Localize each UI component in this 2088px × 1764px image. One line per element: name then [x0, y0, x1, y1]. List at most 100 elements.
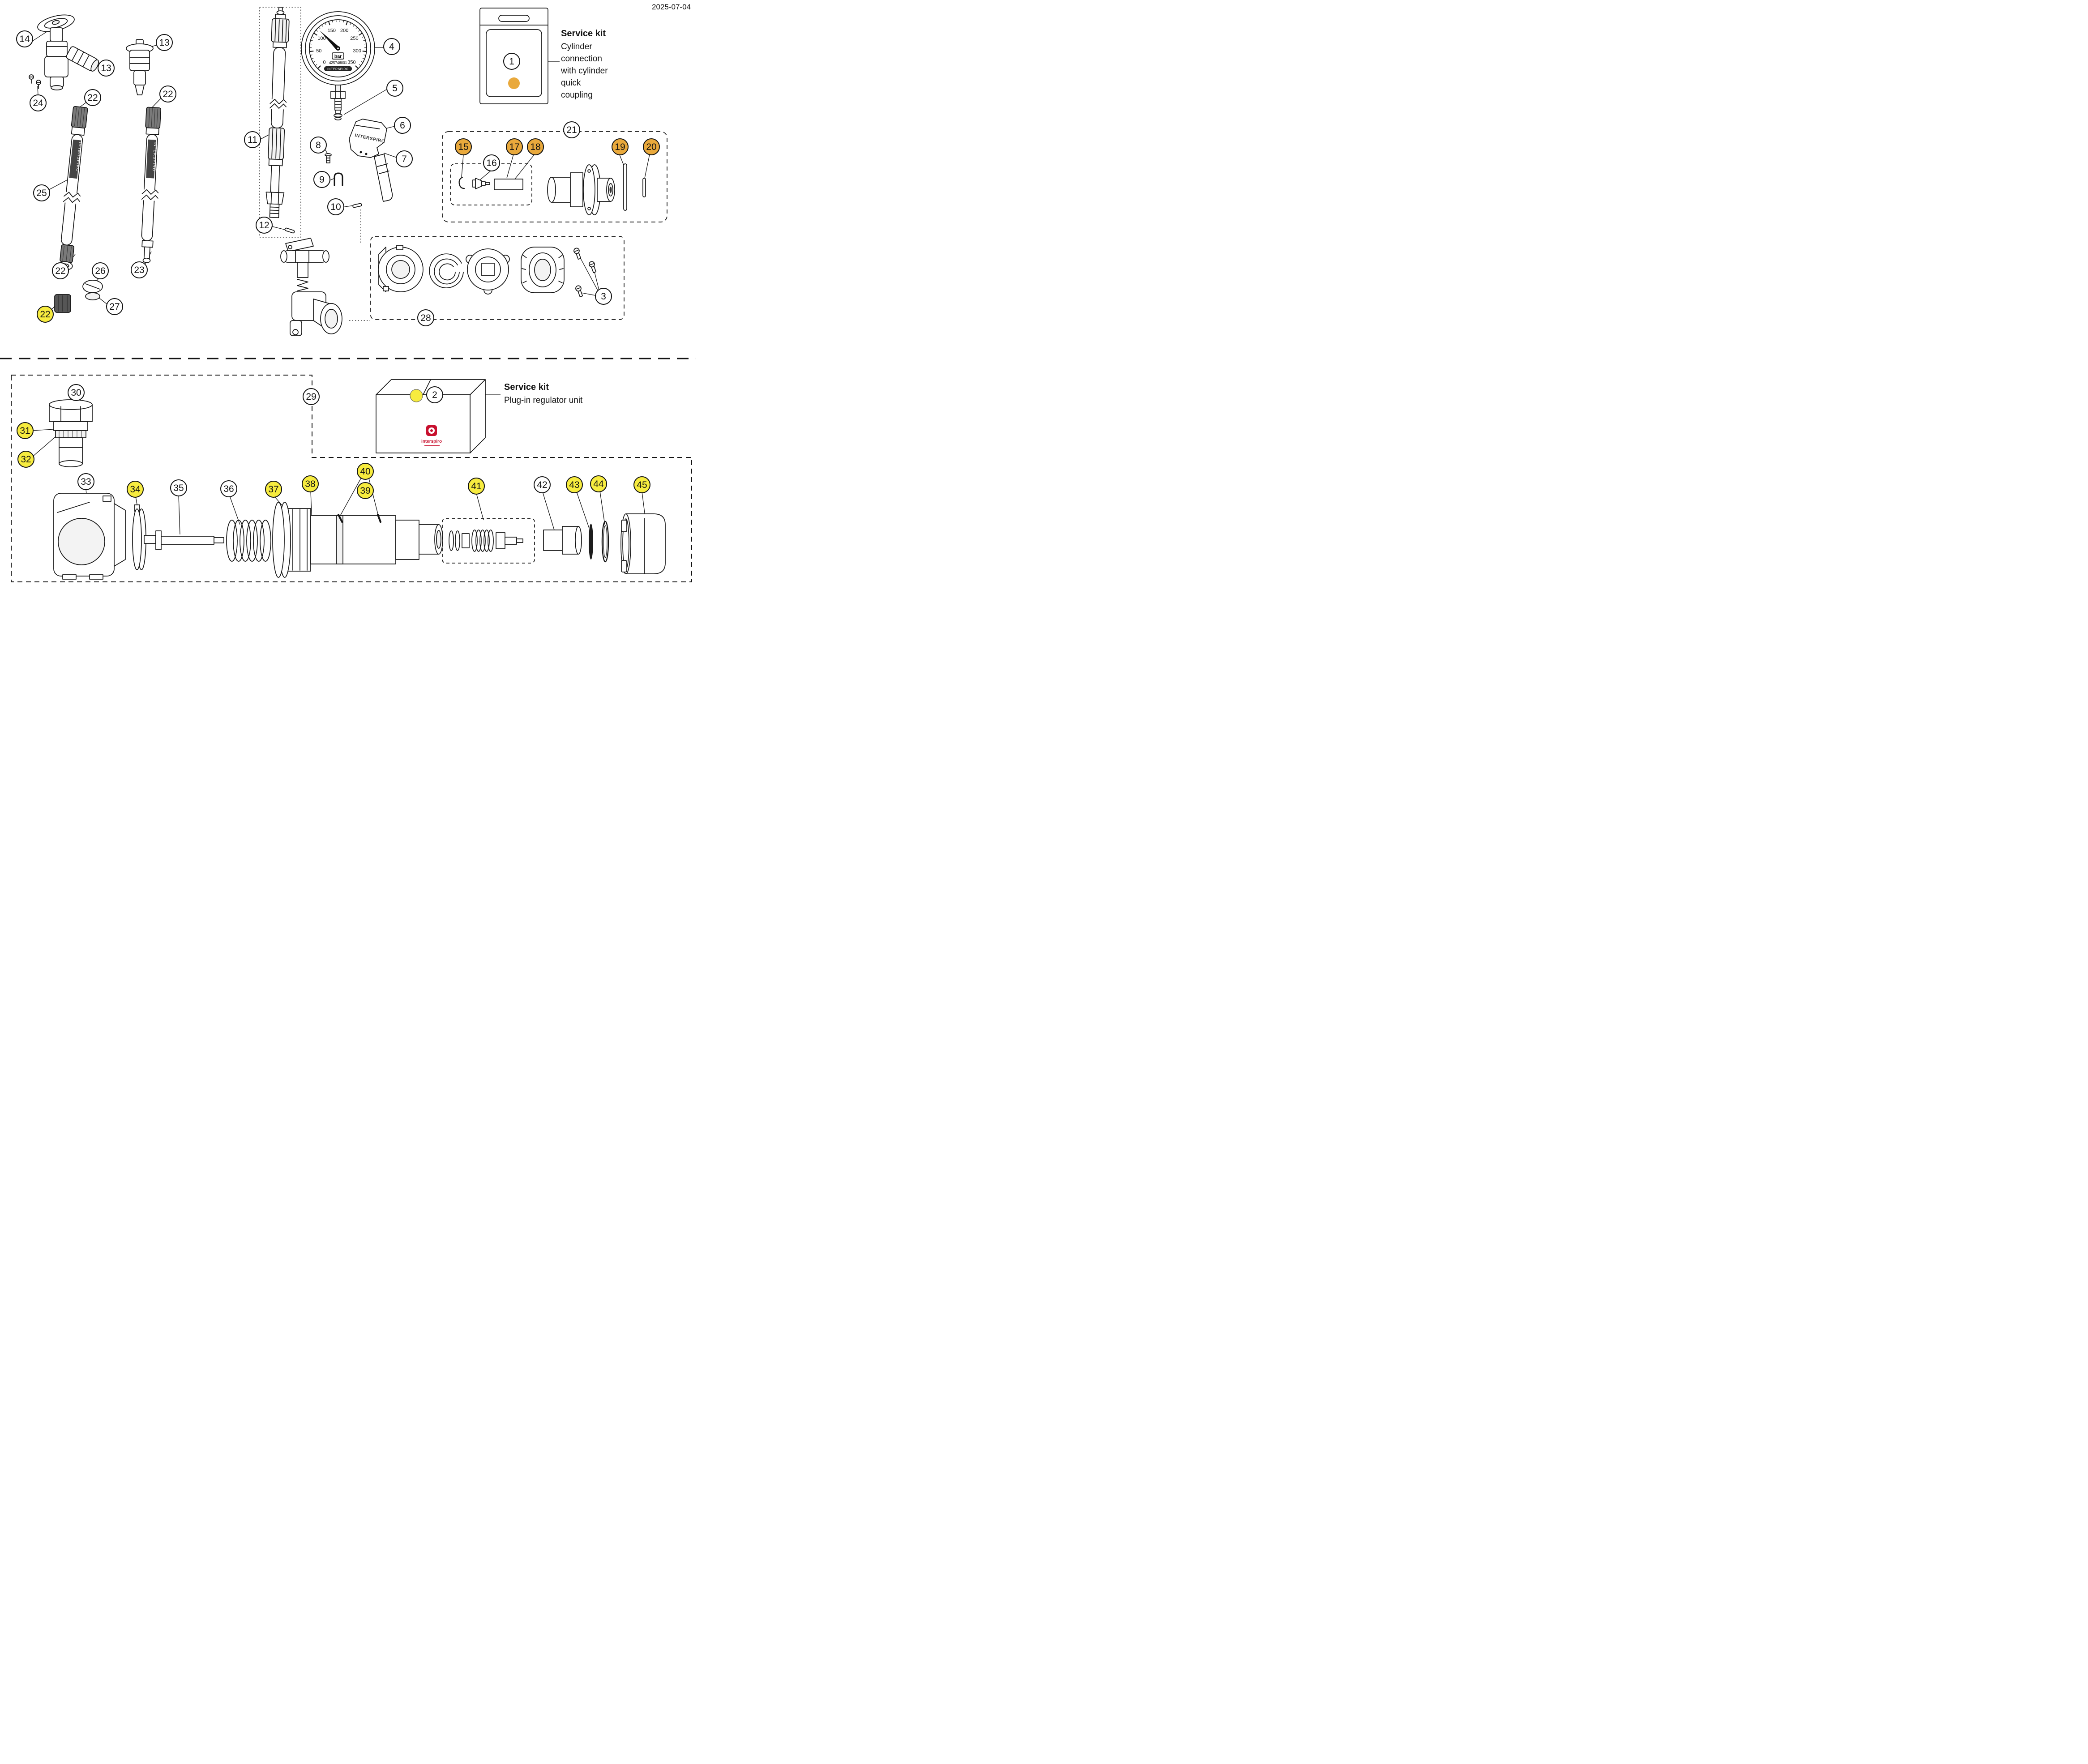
fitting-26-27 — [82, 280, 103, 300]
screws-24 — [29, 74, 41, 89]
callout-22: 22 — [84, 89, 101, 106]
service-kit-regulator-title: Service kit — [504, 382, 549, 392]
hose-brand-label: INTERSPIRO — [152, 141, 158, 171]
service-kit-regulator-text: Service kit Plug-in regulator unit — [504, 382, 647, 406]
callout-32: 32 — [17, 451, 34, 468]
screws-3 — [573, 248, 597, 298]
callout-24: 24 — [30, 94, 47, 111]
callout-23: 23 — [131, 261, 148, 278]
callout-22: 22 — [37, 306, 54, 323]
callout-20: 20 — [643, 138, 660, 155]
group-28 — [370, 236, 625, 320]
gauge-needle — [320, 30, 340, 50]
callout-1: 1 — [503, 53, 520, 70]
coupling-housing — [378, 245, 424, 292]
spring-36 — [226, 520, 271, 562]
callout-27: 27 — [106, 298, 123, 315]
callout-29: 29 — [303, 388, 320, 405]
callout-12: 12 — [256, 217, 273, 234]
callout-8: 8 — [310, 137, 327, 154]
piston-42 — [543, 526, 582, 555]
callout-22: 22 — [159, 85, 176, 103]
poppet-16 — [472, 178, 490, 189]
gauge-serial: 425746001 — [329, 61, 347, 65]
lock-nut — [466, 248, 510, 295]
callout-19: 19 — [612, 138, 629, 155]
yellow-dot — [410, 389, 423, 402]
disc-43 — [589, 524, 593, 560]
tube-assembly — [265, 7, 290, 218]
interspiro-logo: interspiro — [421, 425, 442, 446]
pin-10 — [352, 203, 362, 208]
page-date: 2025-07-04 — [652, 3, 691, 11]
u-clip-9 — [334, 172, 343, 186]
cylinder-valve-right — [126, 39, 154, 95]
ring-44 — [601, 521, 609, 563]
fitting-30-31-32 — [49, 399, 93, 467]
clip-15 — [458, 176, 465, 189]
callout-9: 9 — [313, 171, 330, 188]
service-kit-cylinder-description: Cylinder connection with cylinder quick … — [561, 42, 608, 100]
callout-16: 16 — [483, 154, 500, 171]
regulator-housing-33 — [53, 493, 126, 580]
callout-10: 10 — [327, 198, 344, 215]
service-kit-regulator-description: Plug-in regulator unit — [504, 396, 583, 405]
callout-25: 25 — [33, 184, 50, 201]
orange-dot — [508, 77, 520, 89]
pin-20 — [642, 178, 646, 197]
end-cap-45 — [620, 513, 666, 574]
gauge-unit: bar — [334, 54, 342, 59]
callout-28: 28 — [417, 309, 434, 326]
callout-18: 18 — [527, 138, 544, 155]
callout-36: 36 — [220, 480, 237, 497]
block-17-18 — [494, 179, 523, 190]
callout-42: 42 — [534, 476, 551, 493]
callout-21: 21 — [563, 121, 580, 138]
callout-37: 37 — [265, 481, 282, 498]
callout-15: 15 — [455, 138, 472, 155]
callout-22: 22 — [52, 262, 69, 279]
callout-13: 13 — [98, 60, 115, 77]
pin-39 — [377, 514, 381, 523]
callout-39: 39 — [357, 482, 374, 499]
diagram-art: INTERSPIRO INTERSPIRO — [0, 7, 696, 582]
rod-19 — [623, 163, 627, 211]
coil-spring — [429, 253, 464, 289]
callout-38: 38 — [302, 475, 319, 492]
sleeve-22 — [54, 294, 71, 313]
parts-diagram-page: INTERSPIRO INTERSPIRO — [0, 0, 696, 588]
callout-3: 3 — [595, 288, 612, 305]
logo-text: interspiro — [421, 439, 442, 444]
quick-coupling-body — [547, 164, 615, 215]
group-41 — [442, 518, 535, 564]
angle-valve-assembly — [280, 238, 342, 336]
callout-45: 45 — [633, 476, 650, 493]
gauge-tick-label: 150 — [328, 28, 336, 33]
callout-26: 26 — [92, 262, 109, 279]
callout-14: 14 — [16, 30, 33, 47]
gauge-rings-5 — [334, 113, 342, 120]
callout-6: 6 — [394, 117, 411, 134]
callout-31: 31 — [17, 422, 34, 439]
pin-40 — [338, 514, 343, 523]
callout-7: 7 — [396, 150, 413, 167]
cylinder-valve-assembly — [29, 14, 99, 90]
pin-12 — [284, 227, 295, 234]
hose-right: INTERSPIRO — [141, 107, 162, 263]
regulator-6-7: INTERSPIRO — [349, 119, 393, 202]
gauge-tick-label: 300 — [353, 48, 361, 54]
group-29-outline — [11, 375, 692, 582]
callout-33: 33 — [77, 473, 94, 490]
hose-left: INTERSPIRO — [58, 106, 88, 270]
gauge-tick-label: 350 — [347, 60, 355, 65]
service-kit-cylinder-title: Service kit — [561, 29, 606, 38]
service-kit-cylinder-text: Service kit Cylinder connection with cyl… — [561, 29, 677, 101]
gauge-tick-label: 200 — [340, 28, 348, 33]
callout-34: 34 — [127, 481, 144, 498]
group-21 — [442, 131, 667, 222]
callout-4: 4 — [383, 38, 400, 55]
callout-5: 5 — [386, 80, 403, 97]
callout-35: 35 — [170, 479, 187, 496]
